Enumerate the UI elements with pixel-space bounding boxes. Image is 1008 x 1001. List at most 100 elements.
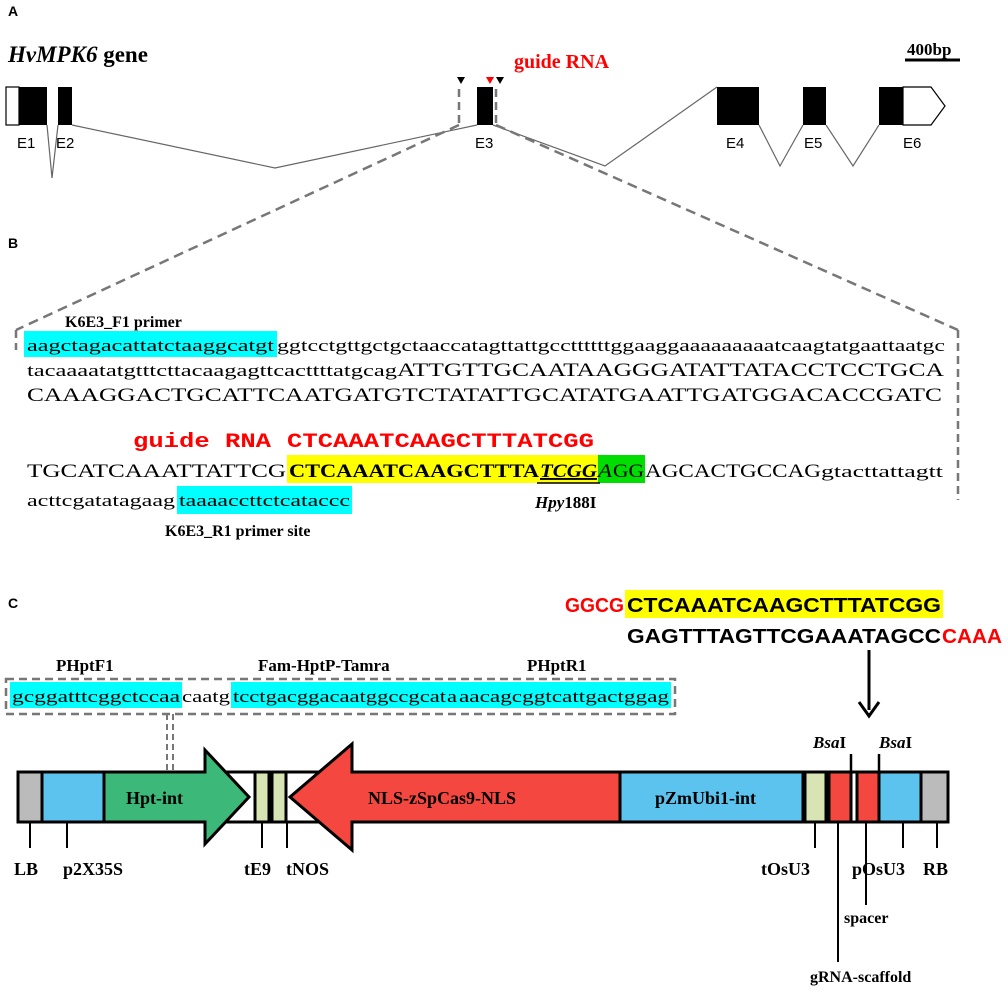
exon-label-e2: E2 — [56, 135, 74, 152]
pam-highlight — [598, 455, 645, 483]
seq-line-5-pre: acttcgatatagaag — [27, 491, 176, 510]
pam-italic-base: A — [596, 461, 613, 482]
cas9-label: NLS-zSpCas9-NLS — [368, 788, 516, 808]
exon-label-e3: E3 — [475, 135, 493, 152]
zoom-bracket-left — [457, 89, 461, 126]
e6-utr — [902, 86, 946, 126]
te9-element — [253, 770, 271, 824]
pam-seq: GG — [613, 461, 644, 482]
probe-highlight — [231, 682, 457, 708]
scaffold-element — [827, 770, 853, 824]
guide-rna-label-a: guide RNA — [514, 51, 610, 73]
intron-1 — [46, 124, 59, 179]
hpt-int-arrow — [102, 746, 252, 848]
t-dna-construct — [16, 740, 950, 854]
lb-element — [16, 770, 44, 824]
te9-label: tE9 — [244, 859, 271, 879]
rb-label: RB — [923, 859, 948, 879]
p35s-label: p2X35S — [63, 859, 123, 879]
bsai-rest-1: I — [839, 733, 846, 752]
seq-line-4: TGCATCAAATTATTCG CTCAAATCAAGCTTTA TCGG A… — [27, 461, 943, 482]
guide-rna-label-b: guide RNA — [133, 431, 271, 454]
intron-5 — [825, 124, 880, 168]
enzyme-rest: 188I — [564, 493, 597, 512]
enzyme-label: Hpy188I — [534, 493, 597, 512]
intron-4 — [758, 124, 804, 168]
probe-label: Fam-HptP-Tamra — [258, 656, 390, 675]
panel-c-label: C — [8, 595, 18, 611]
ubi-label: pZmUbi1-int — [655, 788, 756, 808]
seq-line-4-upper: AGCACTGCCAG — [645, 461, 821, 482]
bsai-rest-2: I — [905, 733, 912, 752]
spacer-label: spacer — [844, 910, 888, 927]
exon-label-e5: E5 — [804, 135, 822, 152]
gene-suffix: gene — [97, 42, 147, 67]
seq-gap-1: caatg — [182, 687, 231, 706]
oligo-bottom-overhang: CAAA — [942, 626, 1002, 648]
hpt-seq-line: gcggatttcggctccaa caatg tcctgacggacaatgg… — [12, 687, 670, 706]
seq-line-4-pre: TGCATCAAATTATTCG — [27, 461, 286, 482]
seq-line-2-upper: ATTGTTGCAATAAGGGATATTATACCTCCTGCA — [397, 360, 944, 381]
oligo-top-highlight — [625, 590, 943, 618]
element-leader-lines — [29, 822, 938, 962]
insertion-arrow-icon — [857, 701, 881, 719]
seq-gap-2: a — [447, 687, 458, 706]
p35s-element — [40, 770, 106, 824]
scale-label: 400bp — [907, 40, 951, 59]
tnos-label: tNOS — [286, 859, 329, 879]
r1-seq: taaaaccttctcataccc — [179, 491, 351, 510]
oligo-bottom-seq: GAGTTTAGTTCGAAATAGCC — [627, 626, 941, 648]
intron-3 — [492, 86, 718, 167]
f1-primer-label: K6E3_F1 primer — [65, 314, 182, 331]
bsai-label-1: BsaI — [812, 733, 846, 752]
posu3-label: pOsU3 — [852, 859, 905, 879]
enzyme-italic: Hpy — [534, 493, 565, 512]
tosu3-label: tOsU3 — [761, 859, 810, 879]
exon-e3 — [477, 87, 493, 125]
e1-utr — [5, 86, 20, 126]
primer-r-seq: aacagcggtcattgactggag — [459, 687, 670, 706]
exon-label-e1: E1 — [17, 135, 35, 152]
exon-e2 — [58, 87, 72, 125]
ubi-element — [618, 770, 805, 824]
guide-target-seq: CTCAAATCAAGCTTTA — [289, 461, 539, 482]
bsai-label-2: BsaI — [878, 733, 912, 752]
exon-e6 — [879, 87, 903, 125]
f1-highlight — [24, 331, 277, 357]
zoom-line-right — [495, 123, 959, 332]
panel-b-label: B — [8, 235, 18, 251]
exon-label-e6: E6 — [903, 135, 921, 152]
tnos-element — [270, 770, 288, 824]
primer-f-seq: gcggatttcggctccaa — [12, 687, 181, 706]
oligo-bottom: GAGTTTAGTTCGAAATAGCC CAAA — [627, 626, 1002, 648]
exon-e1 — [19, 87, 47, 125]
oligo-top: GGCG CTCAAATCAAGCTTTATCGG — [565, 595, 941, 617]
r1-highlight — [177, 486, 352, 514]
hpy-site-seq: TCGG — [540, 461, 597, 482]
lb-label: LB — [14, 859, 38, 879]
bsai-italic-1: Bsa — [812, 733, 840, 752]
scaffold-label: gRNA-scaffold — [810, 969, 911, 986]
probe-seq: tcctgacggacaatggccgcat — [233, 687, 446, 706]
oligo-top-overhang: GGCG — [565, 595, 624, 617]
seq-line-1-rest: ggtcctgttgctgctaaccatagttattgccttttttgga… — [277, 336, 946, 355]
seq-line-2-lower: tacaaaatatgtttcttacaagagttcacttttatgcag — [27, 361, 398, 380]
rb-element — [919, 770, 950, 824]
exon-e4 — [717, 87, 759, 125]
exon-label-e4: E4 — [726, 135, 744, 152]
hpt-label: Hpt-int — [126, 788, 183, 808]
zoom-line-left — [15, 123, 460, 332]
intron-2 — [71, 124, 478, 169]
tosu3-element — [803, 770, 828, 824]
primer-marker-right-icon — [496, 77, 504, 84]
seq-line-1: aagctagacattatctaaggcatgt ggtcctgttgctgc… — [27, 336, 946, 355]
primer-r-label: PHptR1 — [527, 656, 587, 675]
seq-line-4-lower: gtacttattagtt — [821, 462, 943, 481]
gene-structure — [5, 86, 946, 179]
r1-primer-label: K6E3_R1 primer site — [165, 523, 310, 540]
posu3-red-element — [855, 770, 881, 824]
exon-e5 — [803, 87, 826, 125]
seq-line-2: tacaaaatatgtttcttacaagagttcacttttatgcag … — [27, 360, 944, 381]
primer-marker-left-icon — [457, 77, 465, 84]
panel-a-label: A — [8, 3, 18, 19]
